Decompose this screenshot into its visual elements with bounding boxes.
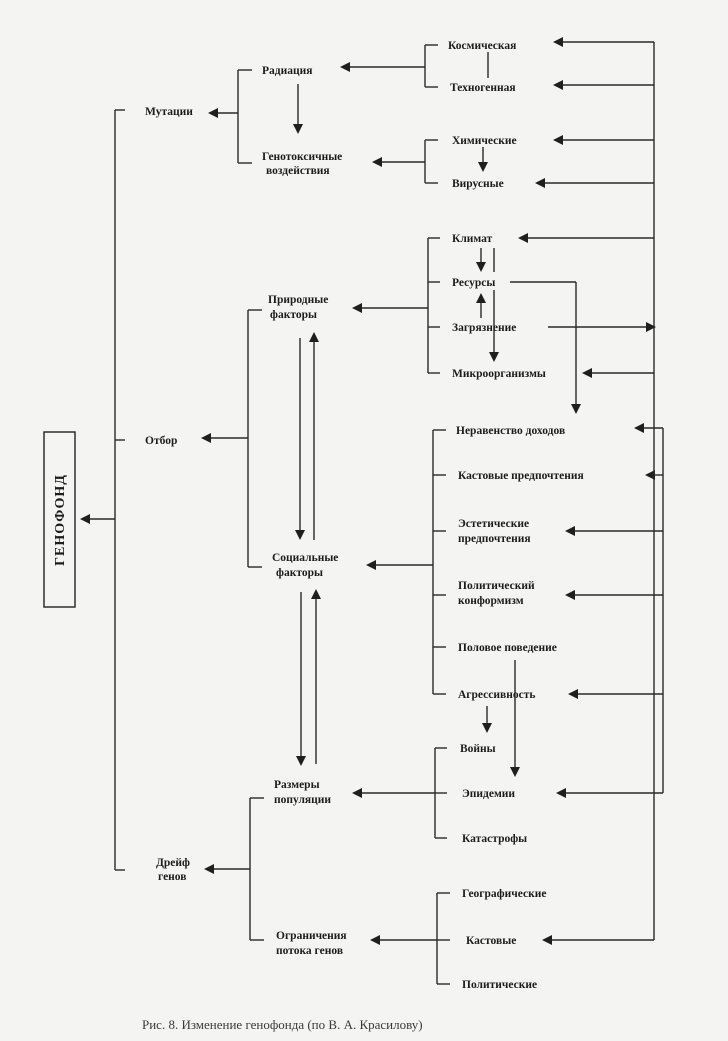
- selection-bracket: [211, 309, 262, 568]
- arrow-to-income-inequality: [634, 423, 644, 433]
- arrow-to-caste: [542, 935, 552, 945]
- drift-line1: Дрейф: [156, 857, 190, 869]
- aesthetic-preferences-label: Эстетические предпочтения: [458, 518, 531, 545]
- arrow-to-mutations: [208, 108, 218, 118]
- political-conformism-label: Политический конформизм: [458, 580, 535, 607]
- arrow-to-technogenic: [553, 80, 563, 90]
- microorganisms-label: Микроорганизмы: [452, 368, 546, 380]
- right-feedback-line: [528, 41, 655, 374]
- arrow-to-caste-preferences: [645, 470, 655, 480]
- pollution-to-microorganisms-arrow: [489, 352, 499, 362]
- population-line2: популяции: [274, 794, 331, 806]
- radiation-sources-bracket: [348, 44, 489, 88]
- mutations-label: Мутации: [145, 106, 193, 118]
- conformism-line1: Политический: [458, 580, 535, 592]
- gene-flow-line2: потока генов: [276, 945, 343, 957]
- arrow-to-conformism: [565, 590, 575, 600]
- climate-label: Климат: [452, 233, 493, 245]
- genotoxic-sources-bracket: [382, 139, 484, 184]
- wars-label: Войны: [460, 743, 496, 755]
- epidemics-label: Эпидемии: [462, 788, 515, 800]
- arrow-to-natural: [352, 303, 362, 313]
- caste-label: Кастовые: [466, 935, 516, 947]
- aggressiveness-to-wars-arrow: [482, 723, 492, 733]
- conformism-line2: конформизм: [458, 595, 524, 607]
- arrow-to-gene-flow: [370, 935, 380, 945]
- population-to-social-arrow: [311, 589, 321, 599]
- arrow-to-chemical: [553, 135, 563, 145]
- natural-factors-label: Природные факторы: [268, 294, 328, 321]
- sexual-behavior-to-epidemics-arrow: [510, 767, 520, 777]
- main-trunk: [88, 109, 125, 871]
- social-to-population-arrow: [296, 756, 306, 766]
- drift-bracket: [214, 797, 264, 941]
- income-inequality-label: Неравенство доходов: [456, 425, 565, 437]
- geographic-label: Географические: [462, 888, 546, 900]
- climate-to-resources-arrow: [476, 262, 486, 272]
- social-to-natural-arrow: [309, 332, 319, 342]
- population-sources-bracket: [362, 747, 447, 839]
- caste-preferences-label: Кастовые предпочтения: [458, 470, 584, 482]
- genotoxic-label: Генотоксичные воздействия: [262, 151, 342, 177]
- drift-label: Дрейф генов: [156, 857, 190, 883]
- technogenic-label: Техногенная: [450, 82, 516, 94]
- social-factors-label: Социальные факторы: [272, 552, 338, 579]
- pollution-label: Загрязнение: [452, 322, 516, 334]
- genofond-label: ГЕНОФОНД: [53, 474, 68, 566]
- drift-line2: генов: [158, 871, 186, 883]
- arrow-to-selection: [201, 433, 211, 443]
- genofond-box: [43, 431, 76, 608]
- radiation-to-genotoxic-arrow: [293, 124, 303, 134]
- aesthetic-line1: Эстетические: [458, 518, 529, 530]
- arrow-to-aesthetic: [565, 526, 575, 536]
- gene-flow-limits-label: Ограничения потока генов: [276, 930, 347, 957]
- arrow-to-microorganisms: [582, 368, 592, 378]
- social-line2: факторы: [276, 567, 323, 579]
- pollution-to-resources-arrow: [476, 293, 486, 303]
- chemical-to-viral-arrow: [478, 162, 488, 172]
- sexual-behavior-label: Половое поведение: [458, 642, 557, 654]
- resources-to-income-arrow: [571, 404, 581, 414]
- natural-line1: Природные: [268, 294, 328, 306]
- arrow-to-radiation: [340, 62, 350, 72]
- far-right-feedback-line: [552, 373, 655, 941]
- arrow-to-genotoxic: [372, 157, 382, 167]
- resources-label: Ресурсы: [452, 277, 495, 289]
- arrow-to-viral: [535, 178, 545, 188]
- arrow-to-climate: [518, 233, 528, 243]
- aggressiveness-label: Агрессивность: [458, 689, 535, 701]
- natural-sources-bracket: [362, 237, 440, 374]
- population-size-label: Размеры популяции: [274, 779, 331, 806]
- political-label: Политические: [462, 979, 537, 991]
- genotoxic-line2: воздействия: [266, 165, 330, 177]
- arrow-to-population: [352, 788, 362, 798]
- selection-label: Отбор: [145, 435, 177, 447]
- natural-to-social-arrow: [295, 530, 305, 540]
- social-line1: Социальные: [272, 552, 338, 564]
- resources-to-income-connector: [510, 281, 577, 405]
- natural-line2: факторы: [270, 309, 317, 321]
- mutations-bracket: [218, 69, 252, 164]
- inner-feedback-line: [566, 427, 664, 794]
- aesthetic-line2: предпочтения: [458, 533, 531, 545]
- figure-caption: Рис. 8. Изменение генофонда (по В. А. Кр…: [142, 1017, 423, 1032]
- radiation-label: Радиация: [262, 65, 312, 77]
- gene-flow-sources-bracket: [380, 892, 450, 985]
- cosmic-label: Космическая: [448, 40, 516, 52]
- chemical-label: Химические: [452, 135, 517, 147]
- arrow-to-social: [366, 560, 376, 570]
- arrow-to-epidemics: [556, 788, 566, 798]
- arrow-to-genofond: [80, 514, 90, 524]
- arrow-to-cosmic: [553, 37, 563, 47]
- population-line1: Размеры: [274, 779, 320, 791]
- social-sources-bracket: [376, 429, 446, 695]
- genotoxic-line1: Генотоксичные: [262, 151, 342, 163]
- catastrophes-label: Катастрофы: [462, 833, 527, 845]
- pollution-to-feedback-arrow: [646, 322, 656, 332]
- arrow-to-drift: [204, 864, 214, 874]
- viral-label: Вирусные: [452, 178, 504, 190]
- gene-flow-line1: Ограничения: [276, 930, 347, 942]
- arrow-to-aggressiveness: [568, 689, 578, 699]
